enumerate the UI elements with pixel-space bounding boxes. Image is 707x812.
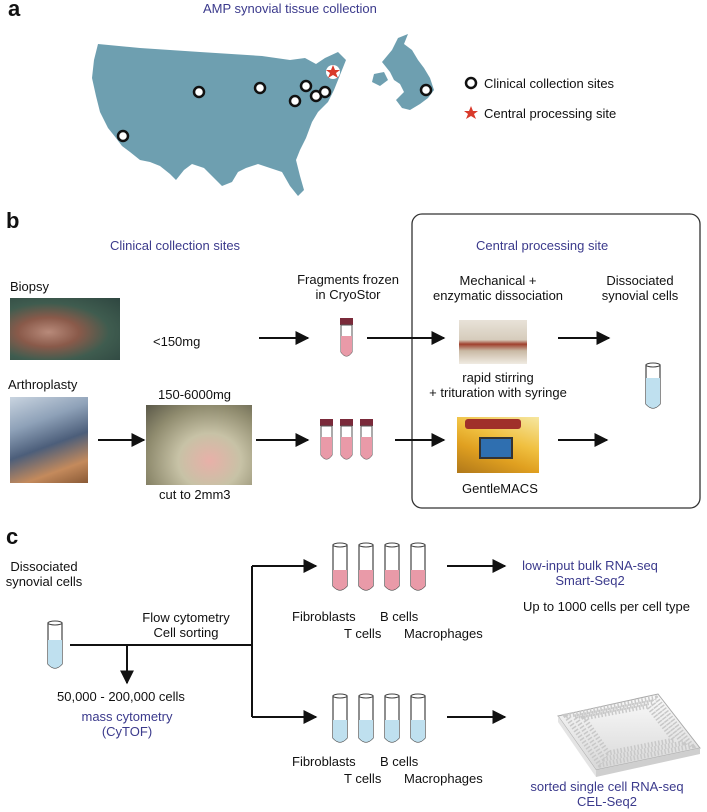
dissociation-label-line1: Mechanical + (459, 273, 537, 288)
bulk-rnaseq-label: low-input bulk RNA-seq Smart-Seq2 (506, 558, 674, 588)
source-label-line2: synovial cells (5, 574, 83, 589)
cytof-line1: mass cytometry (81, 709, 173, 724)
clinical-sites-header: Clinical collection sites (110, 238, 241, 253)
site-marker (116, 129, 130, 143)
arthro-amount: 150-6000mg (158, 387, 231, 402)
dissociation-label-line2: enzymatic dissociation (432, 288, 564, 303)
dissociated-cells-line2: synovial cells (601, 288, 679, 303)
legend-clinical-icon (464, 76, 478, 90)
stirring-label-line2: + trituration with syringe (429, 385, 567, 400)
single-cell-rnaseq-label: sorted single cell RNA-seq CEL-Seq2 (514, 779, 700, 809)
panel-b-letter: b (6, 208, 20, 233)
dissociated-cells-label: Dissociated synovial cells (584, 273, 696, 303)
central-site-marker (326, 65, 340, 79)
flow-label-line1: Flow cytometry (142, 610, 230, 625)
dissociation-label: Mechanical + enzymatic dissociation (416, 273, 580, 303)
cryo-tubes (320, 419, 373, 460)
source-tube (47, 620, 63, 669)
site-marker (192, 85, 206, 99)
panel-a-letter: a (8, 0, 21, 21)
cytof-label: mass cytometry (CyTOF) (60, 709, 194, 739)
biopsy-label: Biopsy (10, 279, 50, 294)
cytof-line2: (CyTOF) (101, 724, 153, 739)
single-cell-sorted-tubes (332, 693, 426, 743)
bottom-b-cells-label: B cells (380, 754, 419, 769)
bottom-macrophages-label: Macrophages (404, 771, 483, 786)
top-t-cells-label: T cells (344, 626, 382, 641)
flow-label-line2: Cell sorting (153, 625, 219, 640)
cell-count-label: 50,000 - 200,000 cells (57, 689, 185, 704)
legend-central-icon (464, 106, 478, 120)
top-macrophages-label: Macrophages (404, 626, 483, 641)
gentlemacs-label: GentleMACS (462, 481, 538, 496)
bulk-cell-limit: Up to 1000 cells per cell type (523, 599, 690, 614)
bulk-rnaseq-line2: Smart-Seq2 (555, 573, 625, 588)
biopsy-photo (10, 298, 120, 360)
site-marker (318, 85, 332, 99)
arthroplasty-label: Arthroplasty (8, 377, 78, 392)
flow-label: Flow cytometry Cell sorting (126, 610, 246, 640)
biopsy-amount: <150mg (153, 334, 201, 349)
source-label: Dissociated synovial cells (0, 559, 88, 589)
frozen-label-line1: Fragments frozen (297, 272, 399, 287)
top-b-cells-label: B cells (380, 609, 419, 624)
map-title: AMP synovial tissue collection (203, 1, 377, 16)
cut-label: cut to 2mm3 (159, 487, 231, 502)
dissociated-cells-tube (645, 362, 661, 409)
clinical-site-markers (116, 79, 433, 143)
site-marker (288, 94, 302, 108)
uk-map (372, 34, 434, 110)
bottom-fibroblasts-label: Fibroblasts (292, 754, 356, 769)
gentlemacs-photo (457, 417, 539, 473)
single-cell-rnaseq-line2: CEL-Seq2 (577, 794, 637, 809)
single-cell-rnaseq-line1: sorted single cell RNA-seq (530, 779, 684, 794)
frozen-label-line2: in CryoStor (315, 287, 381, 302)
bottom-t-cells-label: T cells (344, 771, 382, 786)
central-processing-box (411, 213, 701, 509)
panel-c-letter: c (6, 524, 19, 549)
stirring-device-photo (459, 320, 527, 364)
legend-central-label: Central processing site (484, 106, 617, 121)
tissue-cut-photo (146, 405, 252, 485)
stirring-label: rapid stirring + trituration with syring… (416, 370, 580, 400)
cryo-tube (340, 318, 353, 357)
source-label-line1: Dissociated (10, 559, 78, 574)
arthroplasty-photo (10, 397, 88, 483)
legend-clinical-label: Clinical collection sites (484, 76, 615, 91)
dissociated-cells-line1: Dissociated (606, 273, 674, 288)
central-site-header: Central processing site (476, 238, 609, 253)
frozen-label: Fragments frozen in CryoStor (270, 272, 426, 302)
site-marker (253, 81, 267, 95)
site-marker (299, 79, 313, 93)
bulk-rnaseq-line1: low-input bulk RNA-seq (522, 558, 658, 573)
usa-map (92, 44, 346, 196)
site-marker (419, 83, 433, 97)
well-plate (557, 693, 701, 777)
top-fibroblasts-label: Fibroblasts (292, 609, 356, 624)
bulk-sorted-tubes (332, 542, 426, 591)
stirring-label-line1: rapid stirring (462, 370, 534, 385)
